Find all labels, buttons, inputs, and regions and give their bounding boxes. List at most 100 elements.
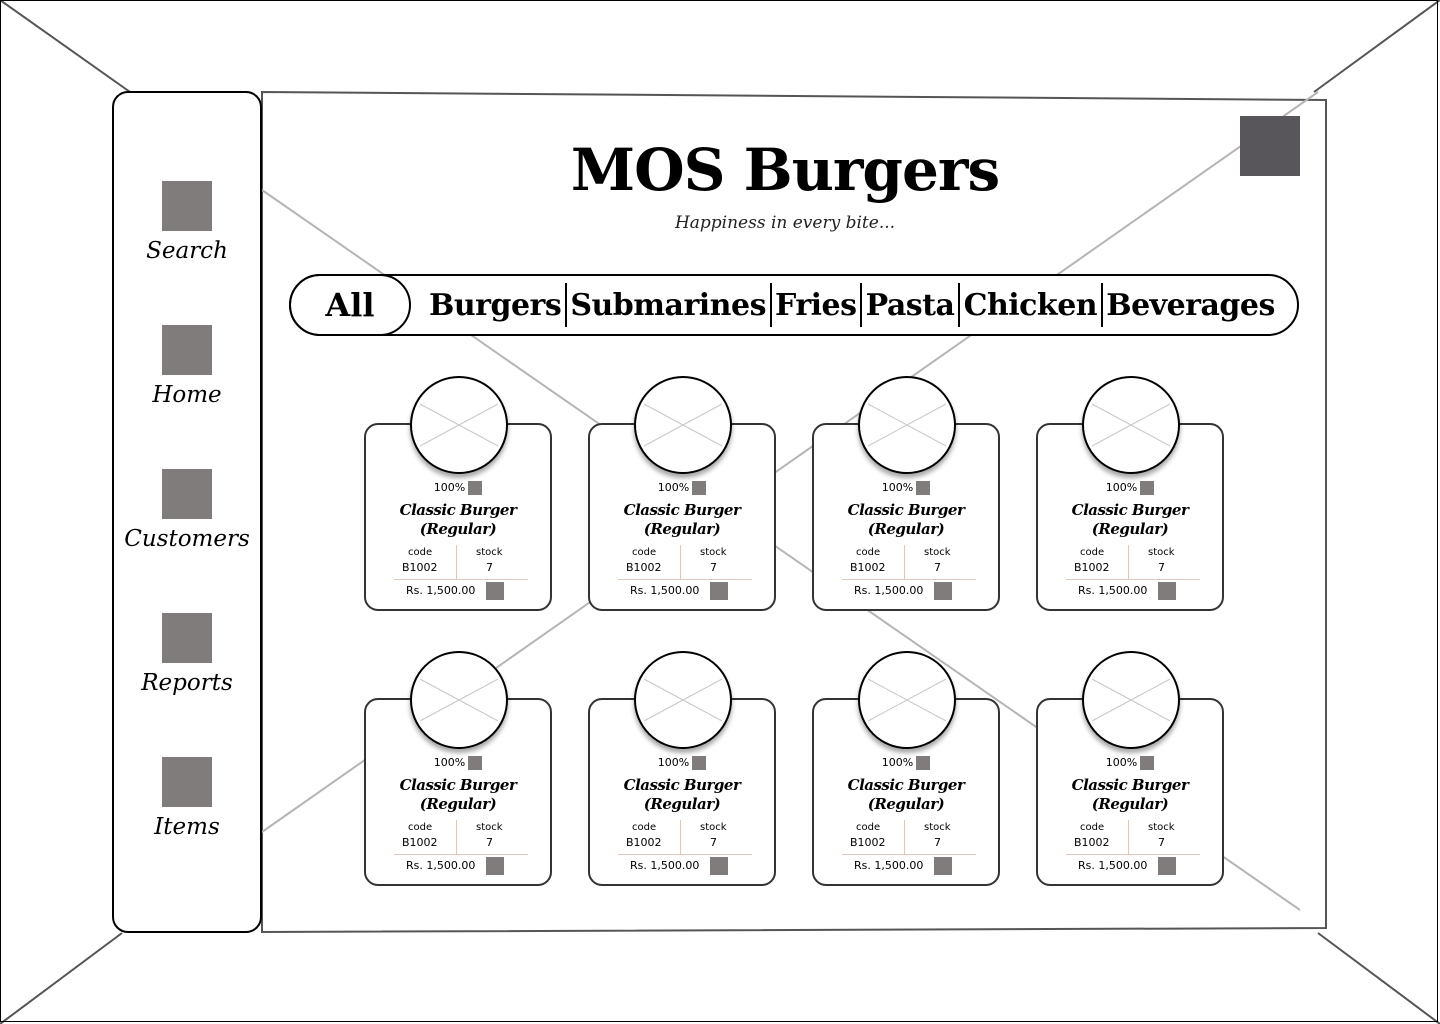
- product-name-line2: (Regular): [1091, 520, 1169, 538]
- tab-submarines[interactable]: Submarines: [570, 287, 766, 323]
- product-discount: 100%: [590, 481, 774, 495]
- product-stock: 7: [710, 561, 717, 574]
- tab-pasta[interactable]: Pasta: [865, 287, 955, 323]
- discount-icon: [468, 756, 483, 770]
- image-placeholder-icon: [867, 678, 947, 722]
- add-to-cart-icon[interactable]: [1158, 582, 1176, 600]
- discount-value: 100%: [433, 481, 466, 494]
- items-icon: [162, 757, 212, 807]
- product-price: Rs. 1,500.00: [406, 859, 476, 872]
- discount-icon: [916, 756, 931, 770]
- reports-icon: [162, 613, 212, 663]
- add-to-cart-icon[interactable]: [486, 582, 504, 600]
- tab-divider: [958, 283, 961, 327]
- code-label: code: [1080, 822, 1105, 833]
- product-discount: 100%: [1038, 481, 1222, 495]
- add-to-cart-icon[interactable]: [934, 857, 952, 875]
- sidebar-item-items[interactable]: Items: [114, 757, 260, 841]
- code-label: code: [632, 547, 657, 558]
- product-card[interactable]: 100% Classic Burger (Regular) code B1002…: [364, 376, 552, 611]
- product-discount: 100%: [814, 481, 998, 495]
- product-image-placeholder: [410, 651, 508, 749]
- tab-beverages[interactable]: Beverages: [1106, 287, 1275, 323]
- product-name: Classic Burger (Regular): [590, 501, 774, 539]
- discount-value: 100%: [433, 756, 466, 769]
- meta-divider: [680, 545, 681, 579]
- category-tabbar: All Burgers Submarines Fries Pasta Chick…: [289, 274, 1299, 336]
- product-name-line1: Classic Burger: [623, 776, 741, 794]
- product-name-line1: Classic Burger: [1071, 501, 1189, 519]
- product-name: Classic Burger (Regular): [1038, 501, 1222, 539]
- product-code: B1002: [850, 561, 886, 574]
- image-placeholder-icon: [419, 403, 499, 447]
- tab-all[interactable]: All: [289, 274, 411, 336]
- product-image-placeholder: [858, 376, 956, 474]
- product-name-line2: (Regular): [643, 795, 721, 813]
- add-to-cart-icon[interactable]: [710, 857, 728, 875]
- product-card[interactable]: 100% Classic Burger (Regular) code B1002…: [588, 651, 776, 886]
- product-name-line1: Classic Burger: [847, 776, 965, 794]
- tab-fries[interactable]: Fries: [775, 287, 857, 323]
- stock-label: stock: [476, 547, 503, 558]
- product-card[interactable]: 100% Classic Burger (Regular) code B1002…: [1036, 376, 1224, 611]
- product-image-placeholder: [634, 651, 732, 749]
- product-name-line2: (Regular): [419, 520, 497, 538]
- sidebar-item-label: Home: [152, 382, 222, 408]
- product-meta: code B1002 stock 7: [618, 545, 752, 580]
- product-meta: code B1002 stock 7: [618, 820, 752, 855]
- add-to-cart-icon[interactable]: [934, 582, 952, 600]
- product-price: Rs. 1,500.00: [854, 859, 924, 872]
- sidebar-item-search[interactable]: Search: [114, 181, 260, 265]
- add-to-cart-icon[interactable]: [710, 582, 728, 600]
- product-price: Rs. 1,500.00: [630, 859, 700, 872]
- product-name-line2: (Regular): [1091, 795, 1169, 813]
- product-price: Rs. 1,500.00: [854, 584, 924, 597]
- sidebar-item-label: Customers: [124, 526, 250, 552]
- product-card[interactable]: 100% Classic Burger (Regular) code B1002…: [588, 376, 776, 611]
- page-title: MOS Burgers: [570, 136, 1000, 204]
- product-card[interactable]: 100% Classic Burger (Regular) code B1002…: [364, 651, 552, 886]
- product-name: Classic Burger (Regular): [590, 776, 774, 814]
- code-label: code: [1080, 547, 1105, 558]
- product-name-line1: Classic Burger: [399, 776, 517, 794]
- product-name: Classic Burger (Regular): [814, 776, 998, 814]
- product-image-placeholder: [1082, 376, 1180, 474]
- product-card[interactable]: 100% Classic Burger (Regular) code B1002…: [1036, 651, 1224, 886]
- product-stock: 7: [486, 561, 493, 574]
- profile-icon[interactable]: [1240, 116, 1300, 176]
- image-placeholder-icon: [1091, 678, 1171, 722]
- code-label: code: [408, 547, 433, 558]
- code-label: code: [856, 547, 881, 558]
- add-to-cart-icon[interactable]: [1158, 857, 1176, 875]
- meta-divider: [904, 545, 905, 579]
- product-name-line2: (Regular): [419, 795, 497, 813]
- image-placeholder-icon: [867, 403, 947, 447]
- tab-burgers[interactable]: Burgers: [429, 287, 562, 323]
- sidebar-item-customers[interactable]: Customers: [114, 469, 260, 553]
- search-icon: [162, 181, 212, 231]
- product-stock: 7: [710, 836, 717, 849]
- product-image-placeholder: [634, 376, 732, 474]
- product-price: Rs. 1,500.00: [630, 584, 700, 597]
- code-label: code: [408, 822, 433, 833]
- image-placeholder-icon: [1091, 403, 1171, 447]
- product-name: Classic Burger (Regular): [366, 501, 550, 539]
- tab-chicken[interactable]: Chicken: [963, 287, 1098, 323]
- product-image-placeholder: [410, 376, 508, 474]
- sidebar-item-label: Reports: [141, 670, 233, 696]
- product-name-line1: Classic Burger: [399, 501, 517, 519]
- sidebar-item-reports[interactable]: Reports: [114, 613, 260, 697]
- home-icon: [162, 325, 212, 375]
- stock-label: stock: [1148, 547, 1175, 558]
- add-to-cart-icon[interactable]: [486, 857, 504, 875]
- sidebar: Search Home Customers Reports Items: [112, 91, 262, 933]
- product-discount: 100%: [814, 756, 998, 770]
- discount-icon: [692, 756, 707, 770]
- product-card[interactable]: 100% Classic Burger (Regular) code B1002…: [812, 376, 1000, 611]
- tab-divider: [769, 283, 772, 327]
- sidebar-item-home[interactable]: Home: [114, 325, 260, 409]
- product-discount: 100%: [590, 756, 774, 770]
- product-code: B1002: [402, 561, 438, 574]
- product-card[interactable]: 100% Classic Burger (Regular) code B1002…: [812, 651, 1000, 886]
- discount-value: 100%: [1105, 481, 1138, 494]
